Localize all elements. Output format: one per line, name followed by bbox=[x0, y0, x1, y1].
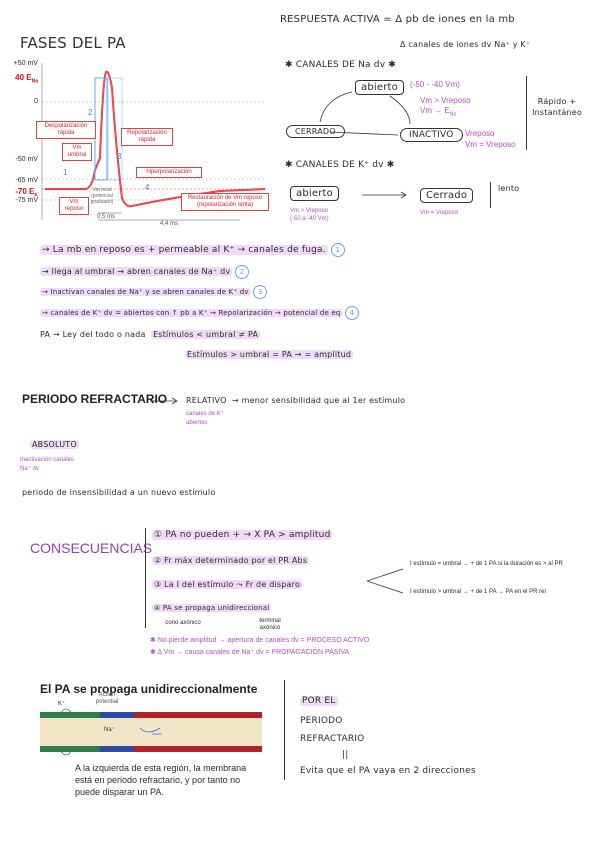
na-abierto-note3: Vm → ENa bbox=[420, 106, 457, 118]
y-label-minus75: -75 mV bbox=[15, 197, 38, 204]
na-channels-title: ✱ CANALES DE Na dv ✱ bbox=[285, 60, 397, 70]
y-label-0: 0 bbox=[34, 98, 38, 105]
propaga-caption: A la izquierda de esta región, la membra… bbox=[75, 763, 247, 797]
k-ion-label: K⁺ bbox=[58, 701, 66, 707]
na-bracket bbox=[520, 76, 527, 150]
propaga-right-2: PERIODO bbox=[300, 716, 343, 726]
consecuencias-bracket bbox=[145, 528, 152, 628]
action-potential-label: Action potential bbox=[95, 692, 119, 705]
k-abierto-note: Vm > Vreposo bbox=[290, 208, 328, 214]
na-cerrado: CERRADO bbox=[286, 125, 345, 138]
k-cerrado-note: Vm = Vreposo bbox=[420, 210, 458, 216]
respuesta-line1: RESPUESTA ACTIVA = Δ pb de iones en la m… bbox=[280, 14, 515, 25]
axon-diagram bbox=[40, 708, 262, 756]
ley-line1: PA → Ley del todo o nada Estímulos < umb… bbox=[40, 330, 261, 339]
label-hiperpolarizacion: hiperpolarización bbox=[136, 167, 202, 178]
refractario-title: PERIODO REFRACTARIO bbox=[22, 392, 168, 406]
consecuencia-1: ① PA no pueden + → X PA > amplitud bbox=[152, 530, 333, 540]
propaga-right-5: Evita que el PA vaya en 2 direcciones bbox=[300, 766, 476, 776]
na-ion-label: Na⁺ bbox=[104, 727, 115, 733]
terminal-axonico: terminal axónico bbox=[259, 618, 281, 631]
phase-marker-4: 4 bbox=[145, 183, 150, 192]
time-label-44: 4,4 ms bbox=[160, 221, 179, 227]
consecuencia-2: ② Fr máx determinado por el PR Abs bbox=[152, 556, 310, 565]
consecuencias-note2: ✱ Δ Vm → causa canales de Na⁺ dv = PROPA… bbox=[150, 649, 350, 656]
label-vm-umbral: Vm umbral bbox=[62, 143, 92, 161]
k-arrow bbox=[362, 191, 407, 199]
branch-1: I estímulo = umbral → + de 1 PA si la du… bbox=[410, 561, 563, 567]
y-label-minus65: -65 mV bbox=[15, 177, 38, 184]
consecuencias-title: CONSECUENCIAS bbox=[30, 540, 153, 556]
na-side-note: Rápido + Instantáneo bbox=[532, 97, 582, 117]
refractario-relativo: RELATIVO bbox=[186, 396, 227, 405]
label-vm-local: Vm local (potencial graduado) bbox=[90, 187, 114, 205]
refractario-relativo-desc: → menor sensibilidad que al 1er estímulo bbox=[232, 396, 406, 405]
label-restauracion: Restauración de Vm reposo (repolarizació… bbox=[181, 193, 269, 211]
refractario-relativo-note: canales de K⁺ abiertos bbox=[186, 411, 224, 426]
cono-axonico: cono axónico bbox=[165, 620, 201, 626]
na-abierto-note: (-50 - -40 Vm) bbox=[410, 80, 460, 89]
propaga-title: El PA se propaga unidireccionalmente bbox=[40, 682, 258, 696]
y-label-minus50: -50 mV bbox=[15, 156, 38, 163]
k-cerrado: Cerrado bbox=[420, 188, 474, 203]
y-label-ena: 40 ENa bbox=[15, 73, 38, 85]
k-channels-title: ✱ CANALES DE K⁺ dv ✱ bbox=[285, 160, 395, 170]
consecuencia-3: ③ La I del estímulo ⤳ Fr de disparo bbox=[152, 580, 303, 589]
na-abierto: abierto bbox=[355, 80, 404, 95]
consecuencias-branch bbox=[366, 568, 404, 594]
phase-marker-2: 2 bbox=[88, 108, 93, 117]
label-repolarizacion: Repolarización rápida bbox=[121, 128, 173, 146]
k-abierto: abierto bbox=[290, 186, 339, 201]
branch-2: I estímulo > umbral → + de 1 PA → PA en … bbox=[410, 589, 546, 595]
na-abierto-note2: Vm > Vreposo bbox=[420, 96, 471, 105]
step-4: → canales de K⁺ dv = abiertos con ↑ pb a… bbox=[40, 306, 359, 320]
respuesta-line2: Δ canales de iones dv Na⁺ y K⁺ bbox=[400, 40, 531, 49]
consecuencia-4: ④ PA se propaga unidireccional bbox=[152, 604, 272, 612]
step-1: → La mb en reposo es + permeable al K⁺ →… bbox=[40, 243, 345, 257]
na-cycle-arrows bbox=[319, 91, 411, 136]
refractario-absoluto: ABSOLUTO bbox=[30, 440, 79, 449]
refractario-arrow bbox=[150, 397, 178, 405]
phase-marker-1: 1 bbox=[63, 168, 68, 177]
propaga-right-4: || bbox=[342, 750, 349, 760]
step-2: → llega al umbral → abren canales de Na⁺… bbox=[40, 265, 250, 279]
propaga-right-3: REFRACTARIO bbox=[300, 734, 365, 744]
k-abierto-note2: (-50 a -40 Vm) bbox=[290, 216, 329, 222]
fases-title: FASES DEL PA bbox=[20, 34, 126, 52]
y-label-plus50: +50 mV bbox=[13, 60, 38, 67]
consecuencias-note1: ✱ No pierde amplitud → apertura de canal… bbox=[150, 637, 370, 644]
na-inactivo: INACTIVO bbox=[400, 128, 463, 142]
refractario-absoluto-desc: periodo de insensibilidad a un nuevo est… bbox=[22, 488, 216, 497]
phase-marker-3: 3 bbox=[117, 152, 122, 161]
ley-line2: Estímulos > umbral = PA → = amplitud bbox=[185, 350, 354, 359]
y-label-ek: -70 EK bbox=[15, 187, 38, 199]
time-label-05: 0,5 ms bbox=[97, 214, 116, 220]
step-3: → Inactivan canales de Na⁺ y se abren ca… bbox=[40, 285, 268, 299]
na-inactivo-note: Vreposo bbox=[465, 129, 495, 138]
k-side-note: lento bbox=[498, 184, 520, 193]
na-inactivo-note2: Vm = Vreposo bbox=[465, 140, 516, 149]
k-bracket bbox=[485, 182, 491, 208]
label-vm-reposo: Vm reposo bbox=[59, 197, 89, 215]
propaga-right-1: POR EL bbox=[300, 696, 338, 706]
refractario-absoluto-note: Inactivación canales Na⁺ dv bbox=[20, 457, 75, 472]
propaga-bracket bbox=[284, 680, 291, 780]
label-despolarizacion: Despolarización rápida bbox=[36, 121, 96, 139]
